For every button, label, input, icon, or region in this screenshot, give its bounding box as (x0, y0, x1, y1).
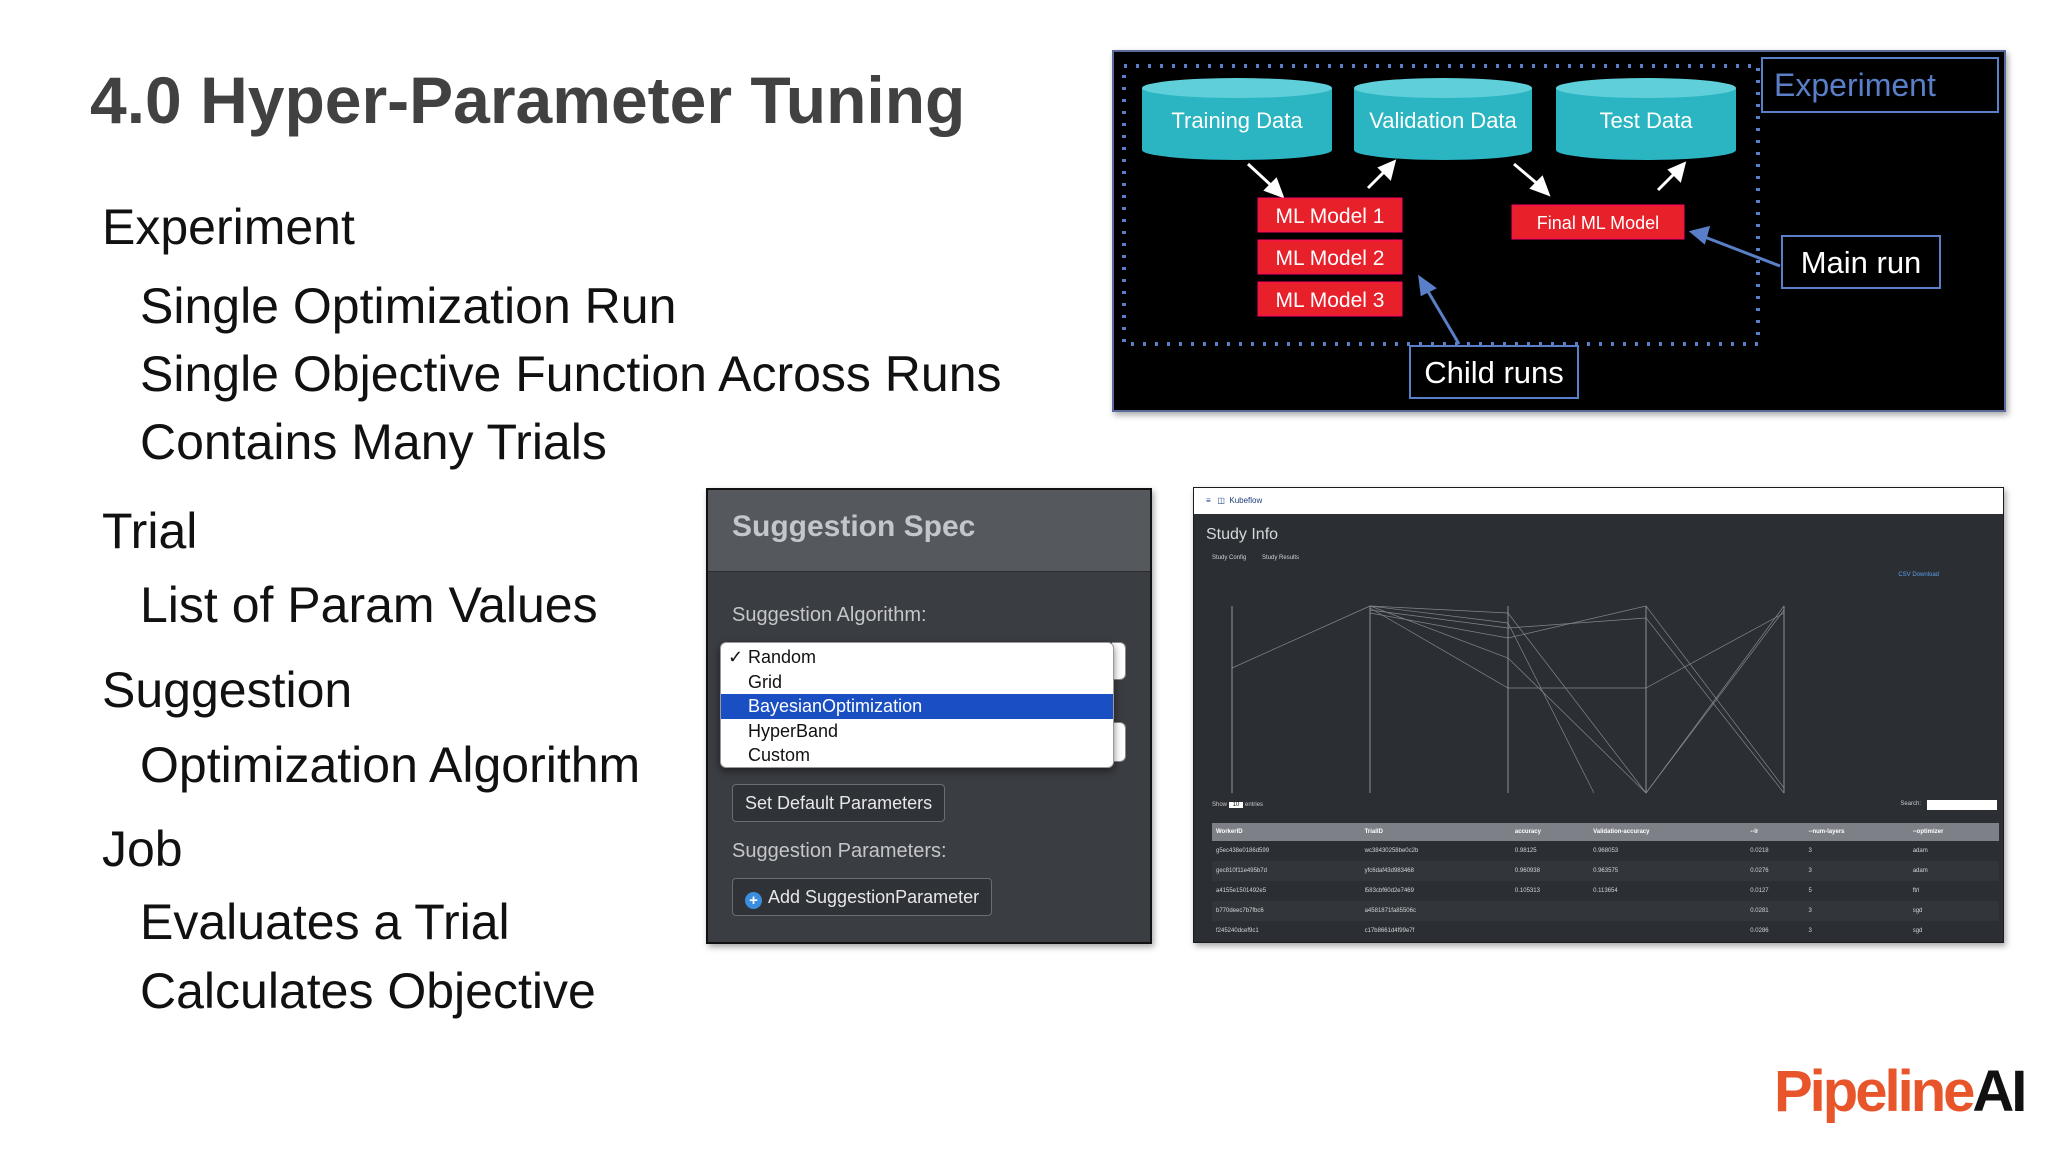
svg-text:Validation Data: Validation Data (1369, 108, 1517, 133)
search-label: Search: (1900, 801, 1921, 807)
option-random[interactable]: ✓Random (721, 645, 1113, 670)
bullet-contains-many-trials: Contains Many Trials (140, 414, 607, 470)
option-custom[interactable]: Custom (748, 745, 811, 765)
bullet-suggestion: Suggestion (102, 662, 353, 718)
study-tabs: Study Config Study Results (1212, 555, 1313, 561)
tab-study-config[interactable]: Study Config (1212, 555, 1247, 561)
bullet-trial: Trial (102, 503, 198, 559)
add-suggestion-parameter-button[interactable]: +Add SuggestionParameter (732, 878, 993, 916)
svg-text:Training Data: Training Data (1171, 108, 1303, 133)
bullet-job: Job (102, 821, 183, 877)
bullet-single-optimization-run: Single Optimization Run (140, 278, 677, 334)
bullet-calculates-objective: Calculates Objective (140, 963, 596, 1019)
col-num-layers[interactable]: --num-layers (1804, 823, 1909, 841)
training-data-cylinder: Training Data (1142, 78, 1332, 160)
col-lr[interactable]: --lr (1746, 823, 1805, 841)
svg-text:Child runs: Child runs (1424, 355, 1564, 390)
parameter-input-stub[interactable] (1112, 722, 1126, 762)
bullet-optimization-algorithm: Optimization Algorithm (140, 737, 641, 793)
suggestion-parameters-label: Suggestion Parameters: (732, 840, 947, 862)
option-grid[interactable]: Grid (748, 671, 783, 692)
svg-text:Main run: Main run (1801, 245, 1922, 280)
pipelineai-logo: PipelineAI (1774, 1059, 2027, 1124)
col-optimizer[interactable]: --optimizer (1908, 823, 1999, 841)
study-info-screenshot: ≡ ◫ Kubeflow Study Info Study Config Stu… (1193, 487, 2004, 943)
bullet-experiment: Experiment (102, 199, 355, 255)
kubeflow-topbar: ≡ ◫ Kubeflow (1194, 488, 2003, 514)
col-accuracy[interactable]: accuracy (1510, 823, 1590, 841)
svg-text:ML Model 2: ML Model 2 (1276, 247, 1385, 270)
experiment-label: Experiment (1774, 67, 1936, 103)
algorithm-select-stub[interactable] (1112, 642, 1126, 680)
col-trialid[interactable]: TrialID (1360, 823, 1511, 841)
suggestion-spec-panel: Suggestion Spec Suggestion Algorithm: ✓R… (706, 488, 1152, 944)
search-input[interactable] (1927, 800, 1997, 810)
parallel-coordinates-plot (1231, 605, 1785, 794)
csv-download-link[interactable]: CSV Download (1898, 572, 1939, 578)
option-hyperband[interactable]: HyperBand (748, 720, 839, 741)
ml-model-2: ML Model 2 (1257, 239, 1403, 275)
slide-title: 4.0 Hyper-Parameter Tuning (90, 63, 966, 137)
experiment-diagram: Experiment Training Data Validation Data… (1112, 50, 2006, 412)
experiment-label-box (1761, 57, 1999, 113)
run-arrows (1418, 225, 1781, 345)
validation-data-cylinder: Validation Data (1354, 78, 1532, 160)
child-runs-label: Child runs (1409, 345, 1579, 399)
plus-circle-icon: + (745, 892, 762, 909)
tab-study-results[interactable]: Study Results (1262, 555, 1300, 561)
checkmark-icon: ✓ (728, 647, 744, 667)
ml-model-3: ML Model 3 (1257, 281, 1403, 317)
set-default-parameters-button[interactable]: Set Default Parameters (732, 784, 946, 822)
bullet-single-objective-function: Single Objective Function Across Runs (140, 346, 1002, 402)
entries-select[interactable]: 10 (1228, 802, 1244, 808)
col-workerid[interactable]: WorkerID (1212, 823, 1361, 841)
suggestion-algorithm-label: Suggestion Algorithm: (732, 604, 927, 626)
bullet-list-of-param-values: List of Param Values (140, 577, 598, 633)
ml-model-1: ML Model 1 (1257, 197, 1403, 233)
option-bayesian-optimization[interactable]: BayesianOptimization (721, 694, 1113, 719)
data-flow-arrows (1246, 159, 1687, 199)
svg-text:ML Model 3: ML Model 3 (1276, 289, 1385, 312)
show-entries: Show 10 entries (1212, 802, 1264, 808)
suggestion-spec-title: Suggestion Spec (708, 490, 1150, 572)
study-info-title: Study Info (1206, 526, 1279, 543)
menu-icon[interactable]: ≡ (1206, 496, 1211, 505)
bullet-evaluates-a-trial: Evaluates a Trial (140, 894, 510, 950)
suggestion-algorithm-dropdown[interactable]: ✓Random Grid BayesianOptimization HyperB… (720, 642, 1114, 768)
svg-text:ML Model 1: ML Model 1 (1276, 205, 1385, 228)
test-data-cylinder: Test Data (1556, 78, 1736, 160)
col-validation-accuracy[interactable]: Validation-accuracy (1589, 823, 1747, 841)
svg-text:Final ML Model: Final ML Model (1537, 213, 1659, 233)
trials-table: WorkerID TrialID accuracy Validation-acc… (1212, 823, 1999, 941)
final-ml-model: Final ML Model (1511, 204, 1685, 240)
kubeflow-logo-icon: ◫ (1217, 496, 1225, 505)
app-name: Kubeflow (1229, 496, 1263, 505)
main-run-label: Main run (1781, 235, 1941, 289)
svg-text:Test Data: Test Data (1600, 108, 1694, 133)
